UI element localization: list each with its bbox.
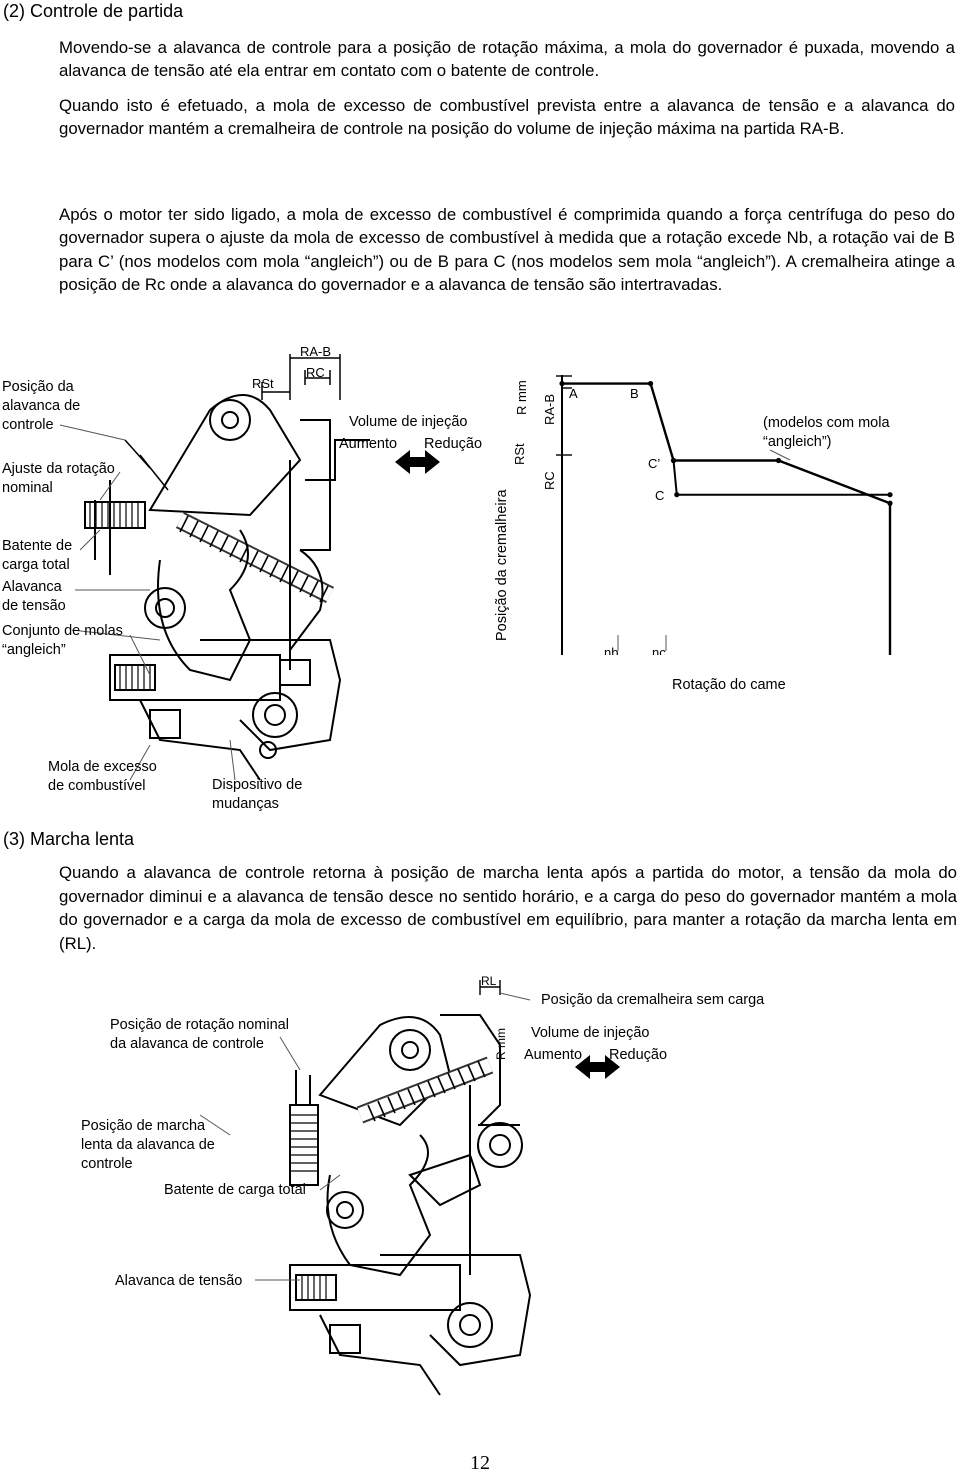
dim-rab-label: RA-B	[300, 344, 331, 359]
chart-point-0-1	[647, 380, 654, 387]
label-shift-device: Dispositivo de mudanças	[212, 777, 303, 812]
chart-point-c: C	[655, 488, 664, 503]
governor-start-diagram: RA-B RC RSt	[59, 344, 440, 781]
dim-rc-label: RC	[306, 365, 325, 380]
label-tension-lever: Alavanca de tensão	[2, 579, 66, 614]
chart-y-unit: R mm	[514, 380, 529, 415]
figure2-unit-label: R mm	[494, 1028, 508, 1060]
governor-idle-diagram: RL R mm	[199, 975, 620, 1396]
chart-x-axis-label: Rotação do came	[672, 677, 786, 693]
label-full-load-stop-2: Batente de carga total	[164, 1182, 306, 1198]
chart-marker-rab: RA-B	[542, 394, 557, 425]
label-rated-lever-position: Posição de rotação nominal da alavanca d…	[110, 1017, 289, 1052]
chart-point-0-4	[887, 500, 893, 506]
chart-point-1-0	[670, 457, 677, 464]
page-number: 12	[470, 1452, 490, 1474]
chart-point-c-prime: C’	[648, 456, 660, 471]
label-lever-position: Posição da alavanca de controle	[2, 379, 81, 433]
chart-marker-rst: RSt	[512, 443, 527, 465]
chart-series-line-0	[562, 382, 892, 655]
label-increase: Aumento	[339, 436, 398, 452]
label-decrease-2: Redução	[609, 1047, 668, 1063]
chart-point-0-3	[775, 457, 782, 464]
section-2-paragraph-1: Movendo-se a alavanca de controle para a…	[59, 38, 955, 81]
chart-point-b: B	[630, 386, 639, 401]
label-full-load-stop: Batente de carga total	[2, 538, 73, 573]
section-2-paragraph-3: Após o motor ter sido ligado, a mola de …	[59, 205, 955, 295]
section-2-paragraph-2: Quando isto é efetuado, a mola de excess…	[59, 96, 955, 139]
chart-point-a: A	[569, 386, 578, 401]
chart-tick-nb: nb	[604, 645, 618, 655]
section-3-heading: (3) Marcha lenta	[3, 829, 135, 849]
chart-point-0-0	[559, 380, 565, 387]
dim-rst-label: RSt	[252, 376, 274, 391]
label-excess-fuel-spring: Mola de excesso de combustível	[48, 759, 157, 794]
label-angleich-set: Conjunto de molas “angleich”	[2, 623, 123, 658]
increase-decrease-arrow	[395, 450, 440, 474]
chart-point-1-2	[887, 492, 893, 498]
section-2-heading: (2) Controle de partida	[3, 1, 184, 21]
label-increase-2: Aumento	[524, 1047, 583, 1063]
label-rack-no-load: Posição da cremalheira sem carga	[541, 992, 765, 1008]
chart-tick-nc: nc	[652, 645, 666, 655]
label-injection-volume: Volume de injeção	[349, 414, 468, 430]
label-rated-speed: Ajuste da rotação nominal	[2, 461, 115, 496]
dim-rl-label: RL	[481, 975, 497, 988]
increase-decrease-arrow-2	[575, 1055, 620, 1079]
label-injection-volume-2: Volume de injeção	[531, 1025, 650, 1041]
chart-y-axis-label: Posição da cremalheira	[494, 489, 510, 641]
chart-point-1-1	[674, 492, 680, 498]
label-tension-lever-2: Alavanca de tensão	[115, 1273, 243, 1289]
rack-position-chart: R mm RA-B RSt RC A B C’ C nb nc	[512, 375, 893, 655]
label-angleich-models: (modelos com mola “angleich”)	[763, 415, 890, 450]
label-idle-lever-position: Posição de marcha lenta da alavanca de c…	[81, 1118, 215, 1172]
chart-marker-rc: RC	[542, 471, 557, 490]
section-3-paragraph-1: Quando a alavanca de controle retorna à …	[59, 863, 957, 953]
label-decrease: Redução	[424, 436, 483, 452]
